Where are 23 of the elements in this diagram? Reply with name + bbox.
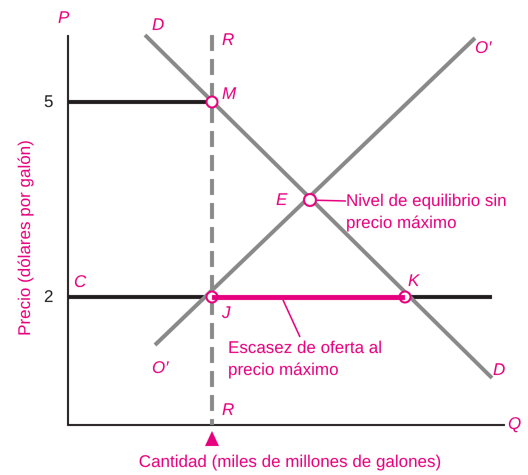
shortage-segment — [212, 295, 405, 300]
point-label: E — [276, 190, 288, 210]
curve-label: D — [493, 360, 506, 380]
point-marker — [303, 193, 317, 207]
axis-title: Precio (dólares por galón) — [15, 139, 35, 338]
callout-text: Nivel de equilibrio sin precio máximo — [346, 190, 511, 234]
curve-label: R — [222, 30, 234, 50]
axis-title: Cantidad (miles de millones de galones) — [138, 452, 442, 472]
leader-line — [316, 199, 346, 202]
curve-label: O′ — [475, 38, 492, 58]
axis-label: Q — [508, 414, 522, 434]
callout-text: Escasez de oferta al precio máximo — [228, 337, 398, 381]
axis-label: P — [58, 8, 70, 28]
curve-label: D — [152, 15, 164, 35]
line-label: C — [74, 272, 86, 292]
tick-label: 5 — [44, 92, 54, 112]
point-label: M — [222, 84, 236, 104]
point-label: J — [222, 303, 230, 323]
curve-label: O′ — [152, 358, 168, 378]
leader-line — [282, 300, 301, 338]
curve-label: R — [222, 400, 234, 420]
tick-label: 2 — [44, 287, 54, 307]
point-label: K — [408, 271, 420, 291]
